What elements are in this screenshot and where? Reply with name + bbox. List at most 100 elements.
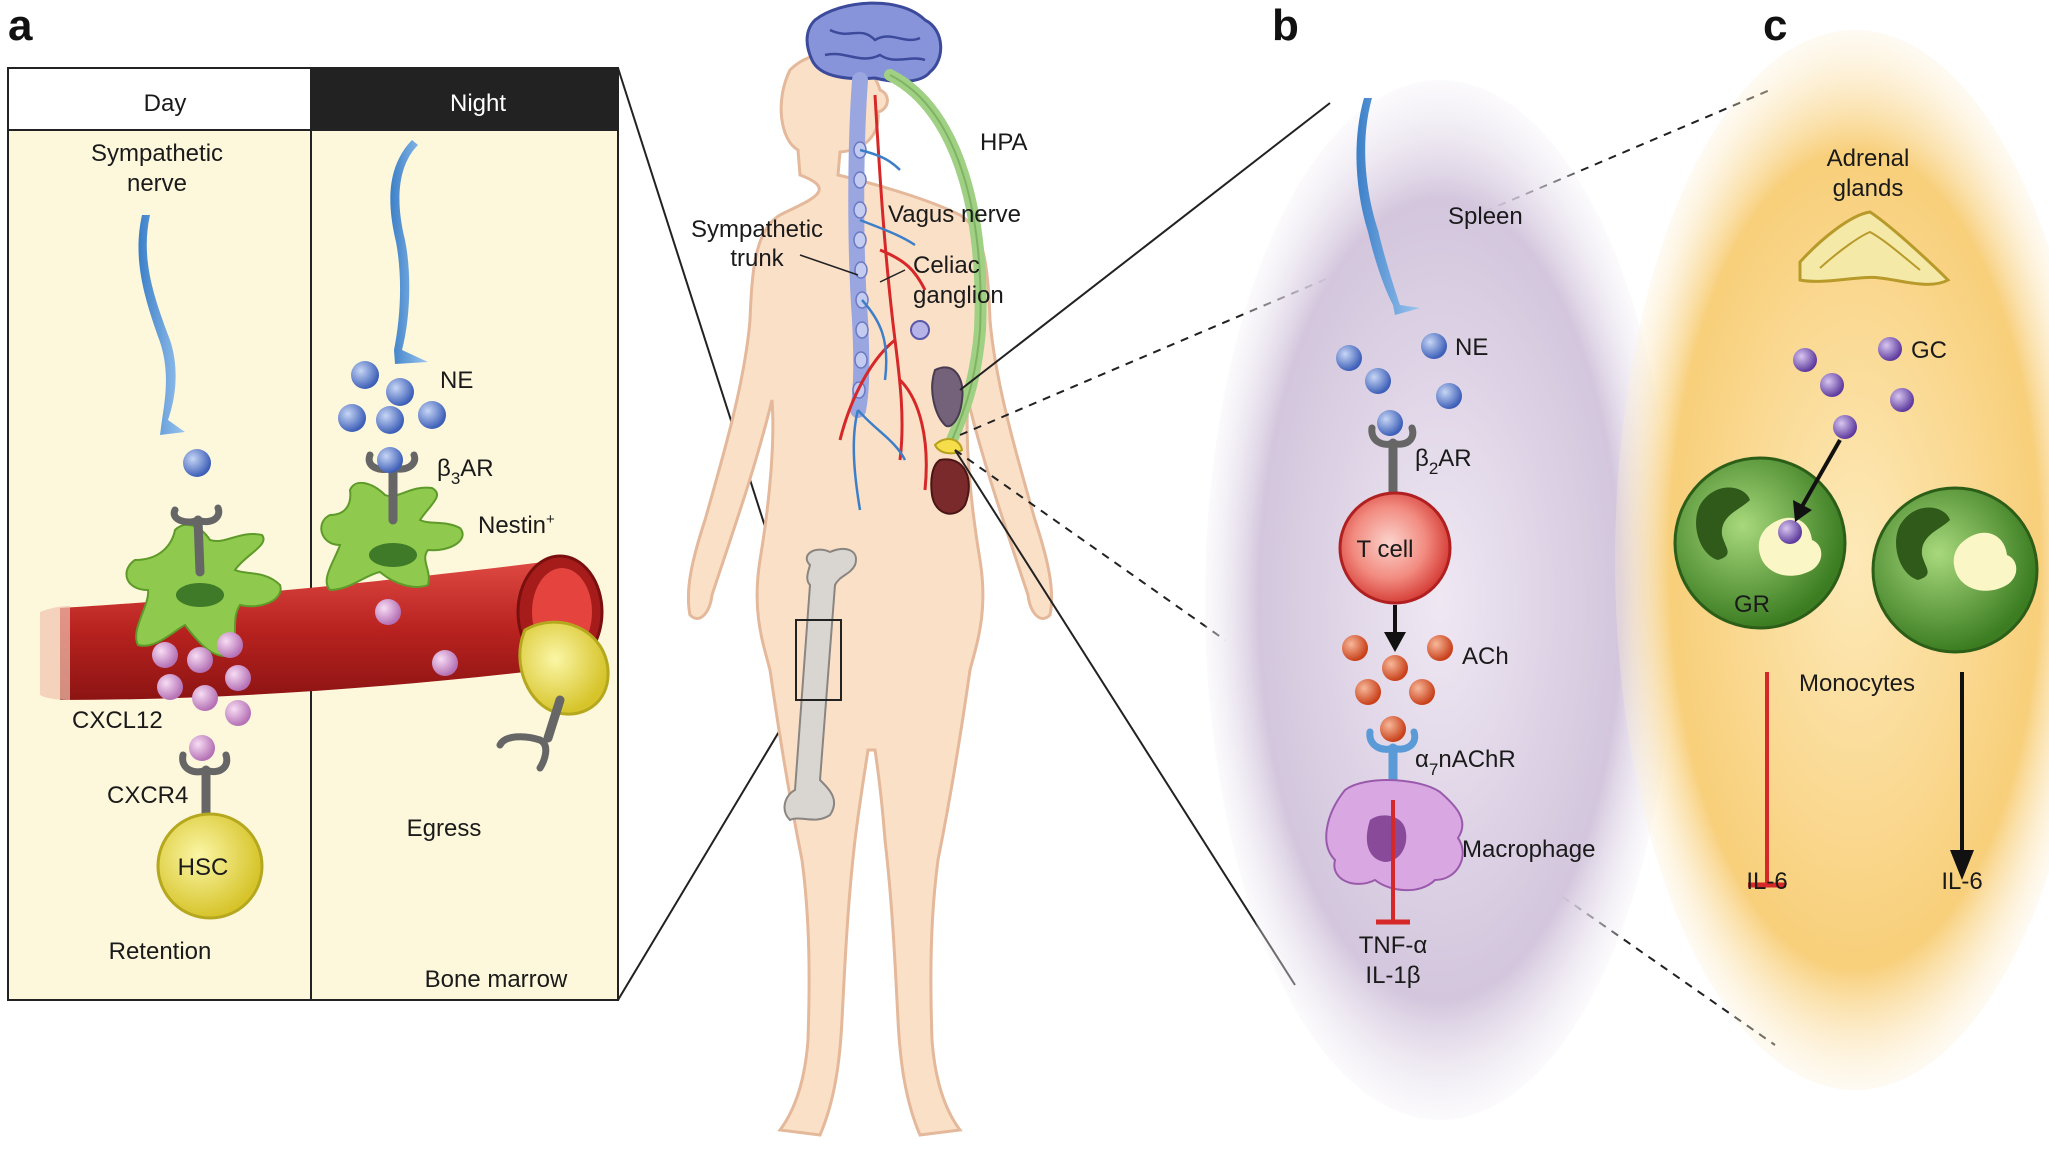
niche-nucleus-day: [176, 583, 224, 607]
ne-dot: [1421, 333, 1447, 359]
b3ar-label: β3AR: [437, 455, 494, 488]
ach-dot: [1342, 635, 1368, 661]
tnf-label: TNF-α: [1359, 932, 1428, 959]
kidney: [930, 458, 970, 515]
hsc-label: HSC: [178, 854, 229, 881]
panel-label-a: a: [8, 1, 33, 50]
b2ar-receptor: [1368, 410, 1417, 500]
cxcl12-dot: [225, 665, 251, 691]
cxcl12-dot: [375, 599, 401, 625]
femur-zoom-box: [795, 619, 842, 701]
niche-nucleus-night: [369, 543, 417, 567]
nerve-terminal-night: [390, 140, 428, 364]
il6-left-label: IL-6: [1746, 868, 1787, 895]
ne-dot: [1436, 383, 1462, 409]
il1b-label: IL-1β: [1365, 962, 1420, 989]
a7nachr-label: α7nAChR: [1415, 746, 1516, 779]
ne-label-a: NE: [440, 367, 473, 394]
monocytes-label: Monocytes: [1799, 670, 1915, 697]
cxcl12-dot: [225, 700, 251, 726]
gr-label: GR: [1734, 591, 1770, 618]
night-label: Night: [450, 90, 506, 117]
celiac-ganglion: [910, 320, 930, 340]
day-label: Day: [144, 90, 187, 117]
ne-dot: [338, 404, 366, 432]
monocyte-nucleus: [1696, 487, 1750, 560]
cxcl12-dot: [432, 650, 458, 676]
ne-dot: [418, 401, 446, 429]
ne-dot: [1336, 345, 1362, 371]
gc-dot: [1890, 388, 1914, 412]
egressing-hsc: [518, 620, 610, 716]
zoom-line: [959, 102, 1331, 391]
b3ar-receptor-night: [365, 447, 419, 525]
ne-dot: [351, 361, 379, 389]
ach-dot: [1355, 679, 1381, 705]
b3ar-receptor-day: [170, 504, 223, 577]
gc-dot: [1820, 373, 1844, 397]
panel-label-c: c: [1763, 1, 1787, 50]
spleen-label: Spleen: [1448, 203, 1523, 230]
nerve-terminal-spleen: [1356, 98, 1420, 315]
cxcr4-label: CXCR4: [107, 782, 188, 809]
ne-dot: [376, 406, 404, 434]
gr-receptor: [1758, 517, 1822, 576]
bone-marrow-label: Bone marrow: [425, 966, 568, 993]
hsc-cell: [156, 812, 264, 920]
gc-dot: [1793, 348, 1817, 372]
ne-label-b: NE: [1455, 334, 1488, 361]
egress-label: Egress: [407, 815, 482, 842]
adrenal-gland: [1798, 210, 1951, 286]
nestin-label: Nestin+: [478, 511, 555, 539]
spleen-region: [1205, 80, 1675, 1120]
cxcl12-dot: [152, 642, 178, 668]
hpa-label: HPA: [980, 129, 1028, 156]
vagus-nerve: [838, 94, 928, 491]
celiac-label-1: Celiac: [913, 252, 980, 279]
ne-dot: [1365, 368, 1391, 394]
adrenal-label-2: glands: [1833, 175, 1904, 202]
ne-dot: [386, 378, 414, 406]
spleen-organ: [931, 366, 964, 428]
nerve-terminal-day: [138, 215, 185, 435]
panel-a: Day Night Sympathetic nerve NE: [7, 67, 619, 1001]
niche-cell-night: [320, 481, 464, 592]
sympathetic-nerve-label-2: nerve: [127, 170, 187, 197]
day-header: [7, 67, 312, 131]
b2ar-label: β2AR: [1415, 445, 1472, 478]
cxcl12-dot: [157, 674, 183, 700]
gc-dot: [1878, 337, 1902, 361]
t-cell: [1338, 491, 1452, 605]
ach-label: ACh: [1462, 643, 1509, 670]
brain: [805, 1, 943, 83]
retention-label: Retention: [109, 938, 212, 965]
cxcl12-dot: [187, 647, 213, 673]
ne-dot: [183, 449, 211, 477]
gc-dot: [1833, 415, 1857, 439]
egress-receptor: [496, 695, 565, 772]
zoom-line: [954, 449, 1296, 986]
sympathetic-nerve-label-1: Sympathetic: [91, 140, 223, 167]
human-body: [686, 1, 1054, 1137]
sympathetic-trunk-label-1: Sympathetic: [691, 216, 823, 243]
celiac-label-2: ganglion: [913, 282, 1004, 309]
ach-dot: [1382, 655, 1408, 681]
zoom-line: [617, 699, 799, 1001]
cxcl12-dot: [192, 685, 218, 711]
panel-label-b: b: [1272, 1, 1299, 50]
cxcl12-label: CXCL12: [72, 707, 163, 734]
vagus-nerve-label: Vagus nerve: [888, 201, 1021, 228]
macrophage-nucleus: [1366, 815, 1407, 862]
femur: [783, 547, 857, 822]
gc-label: GC: [1911, 337, 1947, 364]
il6-right-label: IL-6: [1941, 868, 1982, 895]
sympathetic-trunk-label-2: trunk: [730, 245, 784, 272]
night-header: [311, 68, 618, 130]
ach-dot: [1427, 635, 1453, 661]
zoom-line-dashed: [954, 449, 1226, 641]
panel-b: Spleen NE β2AR T cell ACh α7nAChR Macro: [1205, 80, 1675, 1120]
adrenal-label-1: Adrenal: [1827, 145, 1910, 172]
panel-c: Adrenal glands GC GR Monocytes IL-6 IL-6: [1615, 30, 2049, 1090]
cxcl12-dot: [217, 632, 243, 658]
